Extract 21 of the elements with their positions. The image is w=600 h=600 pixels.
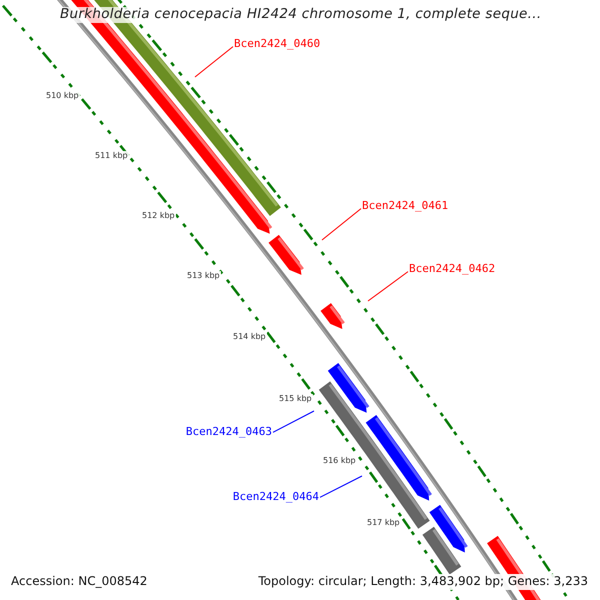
map-title: Burkholderia cenocepacia HI2424 chromosome 1, complete seque... [60,7,540,23]
scale-label: 516 kbp [322,456,357,466]
map-info-text: Accession: NC_008542 [9,574,150,590]
scale-label: 512 kbp [141,211,176,220]
scale-label: 510 kbp [45,91,80,100]
scale-label: 515 kbp [278,394,313,404]
leader-line [272,410,314,433]
scale-label: 514 kbp [232,332,267,342]
gene-label: Bcen2424_0462 [409,263,496,276]
leader-line [368,271,408,302]
leader-line [320,476,362,498]
scale-label: 517 kbp [366,518,401,528]
gene-label: Bcen2424_0461 [362,200,448,213]
leader-line [322,208,362,240]
map-info-text: Topology: circular; Length: 3,483,902 bp; Genes: 3,233 [256,574,590,590]
scale-label: 513 kbp [186,271,221,280]
scale-label: 511 kbp [94,151,129,160]
gene-label: Bcen2424_0460 [234,38,320,51]
gene-label: Bcen2424_0464 [232,491,319,504]
gene-label: Bcen2424_0463 [186,426,272,439]
leader-line [194,46,234,78]
